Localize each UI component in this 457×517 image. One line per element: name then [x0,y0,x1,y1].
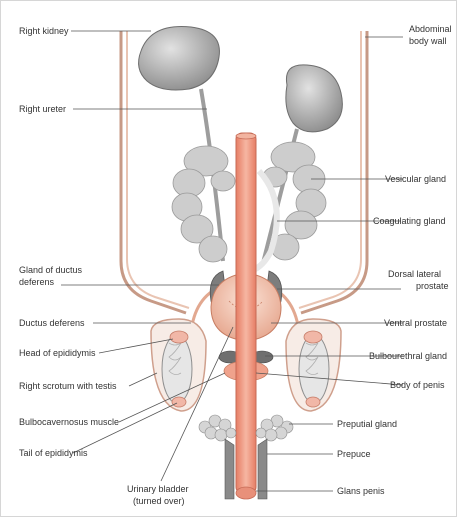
preputial-gland-left [199,415,236,441]
preputial-gland-right [256,415,293,441]
label-dorsal-lateral-line1: Dorsal lateral [388,269,441,279]
label-gland-of-ductus-line1: Gland of ductus [19,265,83,275]
label-vesicular-gland: Vesicular gland [385,174,446,184]
vesicular-gland-left [172,146,235,262]
label-prepuce: Prepuce [337,449,371,459]
glans-penis-shape [236,487,256,499]
label-abdominal-line2: body wall [409,36,447,46]
label-bulbourethral-gland: Bulbourethral gland [369,351,447,361]
label-tail-of-epididymis: Tail of epididymis [19,448,88,458]
label-abdominal-line1: Abdominal [409,24,452,34]
label-urinary-bladder-line2: (turned over) [133,496,185,506]
leader-right-scrotum [129,373,157,386]
urethra-tube [236,133,256,493]
label-ventral-prostate: Ventral prostate [384,318,447,328]
label-body-of-penis: Body of penis [390,380,445,390]
label-gland-of-ductus-line2: deferens [19,277,55,287]
left-kidney-shape [286,65,343,132]
label-right-kidney: Right kidney [19,26,69,36]
leader-tail-of-epididymis [73,403,177,453]
right-kidney-shape [139,27,220,91]
label-bulbocavernosus-muscle: Bulbocavernosus muscle [19,417,119,427]
label-dorsal-lateral-line2: prostate [416,281,449,291]
label-preputial-gland: Preputial gland [337,419,397,429]
prepuce-left [225,439,234,499]
label-urinary-bladder-line1: Urinary bladder [127,484,189,494]
label-coagulating-gland: Coagulating gland [373,216,446,226]
left-scrotum [286,319,341,411]
prepuce-right [258,439,267,499]
label-right-scrotum-with-testis: Right scrotum with testis [19,381,117,391]
label-right-ureter: Right ureter [19,104,66,114]
urethra-top [236,133,256,139]
label-ductus-deferens: Ductus deferens [19,318,85,328]
label-glans-penis: Glans penis [337,486,385,496]
right-scrotum [151,319,206,411]
label-head-of-epididymis: Head of epididymis [19,348,96,358]
